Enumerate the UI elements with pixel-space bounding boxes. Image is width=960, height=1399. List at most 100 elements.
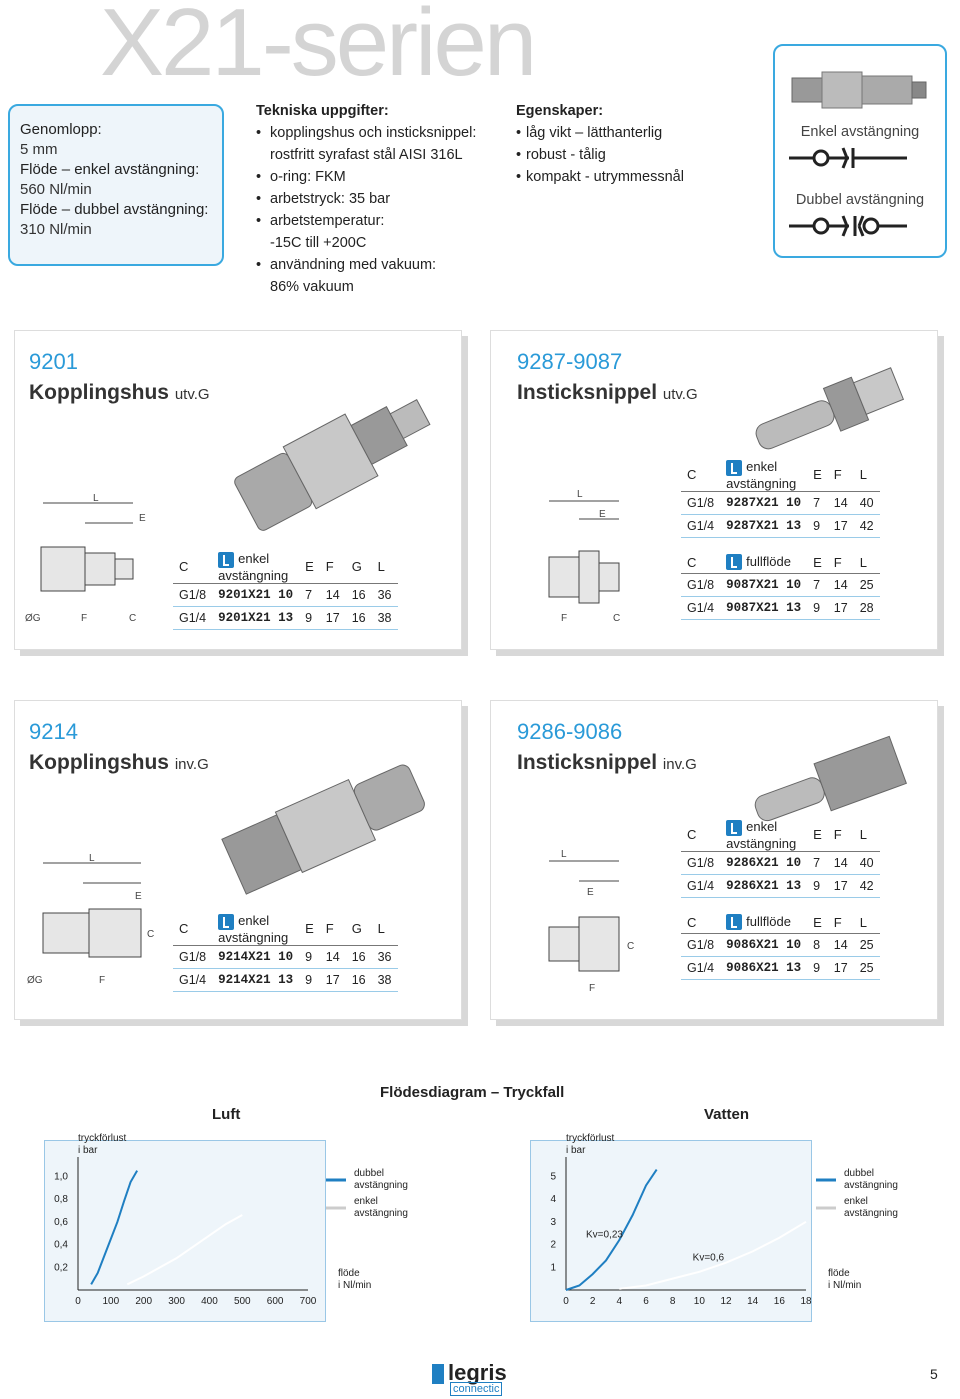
page-number: 5 bbox=[930, 1366, 938, 1382]
series-line bbox=[619, 1220, 807, 1290]
dim-label-g: ØG bbox=[25, 613, 41, 624]
logo-text: legris bbox=[448, 1360, 507, 1385]
dim-label-l: L bbox=[93, 493, 99, 504]
x-axis-label: flöde bbox=[338, 1268, 360, 1279]
double-shutoff-symbol-icon bbox=[789, 215, 907, 237]
series-line bbox=[126, 1214, 243, 1286]
nipple-photo-icon bbox=[754, 735, 907, 822]
shutoff-icon bbox=[218, 551, 235, 568]
coupling-photo-icon bbox=[234, 399, 431, 531]
tech-item-cont: -15C till +200C bbox=[270, 235, 367, 251]
spec-box: Genomlopp: 5 mm Flöde – enkel avstängnin… bbox=[8, 104, 224, 266]
tech-specs: Tekniska uppgifter: kopplingshus och ins… bbox=[256, 100, 506, 298]
product-code: 9287-9087 bbox=[517, 349, 623, 374]
y-axis-label: tryckförlust bbox=[78, 1133, 127, 1144]
dimension-drawing-icon: L E C ØG F bbox=[27, 853, 154, 986]
product-code: 9201 bbox=[29, 349, 78, 374]
dim-label-c: C bbox=[613, 613, 620, 624]
y-axis-label: i bar bbox=[78, 1145, 98, 1156]
dimension-drawing-icon: L E ØG F C bbox=[25, 493, 146, 624]
x-tick-label: 18 bbox=[800, 1296, 812, 1307]
valve-dubbel-label: Dubbel avstängning bbox=[795, 192, 925, 208]
legend-label: avstängning bbox=[354, 1180, 408, 1191]
props-item: kompakt - utrymmessnål bbox=[516, 166, 766, 188]
flode-enkel-value: 560 Nl/min bbox=[20, 181, 92, 198]
x-tick-label: 300 bbox=[168, 1296, 185, 1307]
logo-sub: connectic bbox=[450, 1382, 503, 1396]
legend-label: enkel bbox=[844, 1196, 868, 1207]
legend-label: dubbel bbox=[844, 1168, 874, 1179]
chart-label-vatten: Vatten bbox=[704, 1106, 750, 1123]
logo-mark-icon bbox=[432, 1364, 444, 1384]
x-tick-label: 100 bbox=[103, 1296, 120, 1307]
single-shutoff-symbol-icon bbox=[789, 147, 907, 169]
dim-label-g: ØG bbox=[27, 975, 43, 986]
dim-label-l: L bbox=[89, 853, 95, 864]
dim-label-f: F bbox=[589, 983, 595, 994]
x-tick-label: 6 bbox=[643, 1296, 649, 1307]
x-tick-label: 12 bbox=[720, 1296, 732, 1307]
charts-title: Flödesdiagram – Tryckfall bbox=[380, 1084, 565, 1101]
x-tick-label: 0 bbox=[75, 1296, 81, 1307]
product-panel-9287: 9287-9087 Insticksnippel utv.G L E F C C… bbox=[490, 330, 938, 650]
dim-label-e: E bbox=[587, 887, 594, 898]
tech-item: o-ring: FKM bbox=[256, 166, 506, 188]
product-name: Kopplingshus utv.G bbox=[29, 381, 210, 404]
y-tick-label: 5 bbox=[550, 1171, 556, 1182]
dim-label-e: E bbox=[599, 509, 606, 520]
x-tick-label: 0 bbox=[563, 1296, 569, 1307]
y-tick-label: 1 bbox=[550, 1262, 556, 1273]
y-tick-label: 2 bbox=[550, 1240, 556, 1251]
shutoff-icon bbox=[726, 819, 743, 836]
x-axis-label: i Nl/min bbox=[338, 1280, 371, 1291]
product-name: Insticksnippel inv.G bbox=[517, 751, 697, 774]
dim-label-f: F bbox=[81, 613, 87, 624]
dim-label-e: E bbox=[135, 891, 142, 902]
shutoff-icon bbox=[726, 459, 743, 476]
y-tick-label: 0,2 bbox=[54, 1262, 68, 1273]
tech-item-cont: rostfritt syrafast stål AISI 316L bbox=[270, 147, 463, 163]
y-axis-label: i bar bbox=[566, 1145, 586, 1156]
legend-label: dubbel bbox=[354, 1168, 384, 1179]
y-tick-label: 0,4 bbox=[54, 1240, 68, 1251]
genomlopp-label: Genomlopp: bbox=[20, 121, 102, 138]
chart-vatten-area bbox=[530, 1140, 812, 1322]
full-flow-icon bbox=[726, 914, 743, 931]
product-panel-9286: 9286-9086 Insticksnippel inv.G L E C F C… bbox=[490, 700, 938, 1020]
y-tick-label: 3 bbox=[550, 1217, 556, 1228]
dim-label-c: C bbox=[627, 941, 634, 952]
props-item: robust - tålig bbox=[516, 144, 766, 166]
series-line bbox=[90, 1170, 139, 1285]
chart-label-luft: Luft bbox=[212, 1106, 241, 1123]
x-axis-label: flöde bbox=[828, 1268, 850, 1279]
annotation: Kv=0,23 bbox=[586, 1230, 623, 1241]
y-tick-label: 4 bbox=[550, 1194, 556, 1205]
tech-item: arbetstryck: 35 bar bbox=[256, 188, 506, 210]
valve-box: Enkel avstängning Dubbel avstängning bbox=[773, 44, 947, 258]
legend-label: avstängning bbox=[354, 1208, 408, 1219]
y-axis-label: tryckförlust bbox=[566, 1133, 615, 1144]
coupling-photo-icon bbox=[221, 764, 425, 895]
tech-item: kopplingshus och insticksnippel: bbox=[256, 122, 506, 144]
product-code: 9286-9086 bbox=[517, 719, 623, 744]
dimension-drawing-icon: L E C F bbox=[548, 849, 634, 994]
shutoff-icon bbox=[218, 913, 235, 930]
x-tick-label: 700 bbox=[300, 1296, 317, 1307]
flode-dubbel-value: 310 Nl/min bbox=[20, 221, 92, 238]
genomlopp-value: 5 mm bbox=[20, 141, 58, 158]
x-tick-label: 14 bbox=[747, 1296, 759, 1307]
tech-item: arbetstemperatur: bbox=[256, 210, 506, 232]
props-heading: Egenskaper: bbox=[516, 103, 604, 119]
